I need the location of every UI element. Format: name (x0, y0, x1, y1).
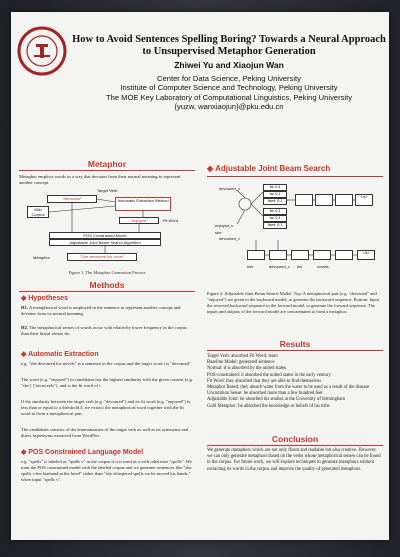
hypothesis-2: H2. The metaphorical senses of words occ… (21, 325, 187, 336)
result-line: Target Verb: absorbed Fit Word: learn (207, 354, 278, 359)
token-devoured: devoured_v (269, 264, 290, 269)
bottom-seq-cell (247, 250, 265, 260)
results-list: Target Verb: absorbed Fit Word: learn Ba… (207, 354, 383, 410)
end-token-bottom: </s> (357, 250, 375, 260)
auto-paragraph-3: If the similarity between the target ver… (21, 399, 191, 416)
figure-2: devoured_v enjoyed_v she devoured_v fw: … (207, 178, 383, 290)
devoured-node: "devoured" (62, 196, 82, 201)
poster-affiliations: Center for Data Science, Peking Universi… (71, 74, 387, 112)
beam-search-box: Adjustable Joint Beam Search Algorithm (49, 239, 161, 246)
bottom-seq-cell (291, 250, 309, 260)
result-line: Uncommon Sense: he absorbed more than a … (207, 391, 323, 397)
result-line: Normal: it is absorbed by the united sta… (207, 366, 287, 372)
pos-model-box: POS Constrained Model (49, 232, 161, 239)
bottom-seq-cell (313, 250, 331, 260)
score-cell-bot-fixed: fixed: 0.1 (263, 222, 287, 229)
poster: How to Avoid Sentences Spelling Boring? … (11, 12, 389, 540)
peking-university-logo (17, 26, 67, 76)
end-token-top: </s> (355, 194, 373, 206)
poster-authors: Zhiwei Yu and Xiaojun Wan (174, 60, 284, 70)
bottom-seq-cell (335, 250, 353, 260)
divider (207, 350, 383, 351)
beam-search-heading: ◆ Adjustable Joint Beam Search (207, 164, 331, 173)
enjoyed-node: "enjoyed" (130, 218, 148, 223)
affiliation-line: The MOE Key Laboratory of Computational … (105, 92, 353, 102)
score-cell-bot-av: av: 0.4 (263, 215, 287, 222)
automatic-extraction-box: Automatic Extraction Method (115, 197, 171, 211)
result-line: Adjustable Joint: he absorbed his studie… (207, 397, 345, 403)
poster-title: How to Avoid Sentences Spelling Boring? … (72, 34, 386, 57)
top-seq-cell (295, 194, 313, 206)
token-she: she (247, 264, 254, 269)
figure-1-caption: Figure 1: The Metaphor Generation Proces… (68, 270, 146, 275)
affiliation-line: Center for Data Science, Peking Universi… (157, 74, 301, 83)
devoured-v2-label: devoured_v (219, 236, 240, 241)
figure-1: Target Verb "devoured" Wiki Corpus Autom… (19, 188, 195, 270)
conclusion-text: We generate metaphors which are not only… (207, 448, 381, 472)
score-cell-top-fw: fw: 0.4 (263, 184, 287, 191)
auto-paragraph-1: e.g. "she devoured his novels" is a sent… (21, 361, 193, 366)
pos-model-text: e.g. "spells" is labeled as "spells v" i… (21, 459, 192, 482)
auto-paragraph-4: The candidates consists of the lemmatiza… (21, 427, 189, 438)
diamond-icon: ◆ (21, 295, 29, 302)
score-cell-top-av: av: 0.1 (263, 191, 287, 198)
she-label: she (215, 230, 222, 235)
figure-2-caption: Figure 2: Adjustable Joint Beam Search M… (207, 291, 379, 314)
diamond-icon: ◆ (21, 449, 29, 456)
result-line: Fit Word: they absorbed that they are ab… (207, 378, 322, 384)
result-line: POS-constrained: it absorbed the united … (207, 372, 331, 378)
affiliation-line: Institute of Computer Science and Techno… (120, 83, 338, 93)
divider (207, 445, 383, 446)
result-line: Gold Metaphor: he absorbed the knowledge… (207, 403, 330, 409)
auto-paragraph-2: The word (e.g. "enjoyed") in candidates … (21, 377, 193, 388)
result-line: Baseline Model: generated sentence (207, 360, 275, 366)
enjoyed-v-label: enjoyed_v (215, 223, 234, 228)
conclusion-heading: Conclusion (271, 434, 319, 444)
metaphor-heading: Metaphor (87, 159, 127, 169)
result-line: Metaphor Based: they absorb water from t… (207, 385, 370, 391)
affiliation-line: {yuzw, wanxiaojun}@pku.edu.cn (174, 102, 284, 112)
automatic-extraction-heading: ◆ Automatic Extraction (21, 351, 99, 358)
divider (207, 176, 383, 177)
results-heading: Results (279, 339, 311, 349)
wiki-corpus-box: Wiki Corpus (27, 206, 49, 218)
diamond-icon: ◆ (21, 351, 29, 358)
metaphor-output-node: "She devoured his novel" (79, 254, 125, 259)
figure-1-arrows (48, 198, 144, 253)
divider (19, 291, 195, 292)
score-cell-top-fixed: fixed: 0.1 (263, 198, 287, 205)
token-novels: novels (317, 264, 329, 269)
bottom-seq-cell (269, 250, 287, 260)
metaphor-label: Metaphor (33, 255, 50, 260)
hypothesis-1: H1. A metaphorical word is employed in t… (21, 305, 181, 316)
target-verb-label: Target Verb (97, 188, 118, 193)
top-seq-cell (335, 194, 353, 206)
hypotheses-heading: ◆ Hypotheses (21, 295, 69, 302)
pos-model-heading: ◆ POS Constrained Language Model (21, 449, 144, 456)
token-his: his (297, 264, 303, 269)
divider (19, 170, 195, 171)
metaphor-text: Metaphor employs words in a way that dev… (19, 174, 181, 185)
top-seq-cell (315, 194, 333, 206)
methods-heading: Methods (89, 280, 125, 290)
score-cell-bot-fw: fw: 0.3 (263, 208, 287, 215)
fit-word-label: Fit Word (163, 218, 179, 223)
diamond-icon: ◆ (207, 164, 216, 173)
figure-2-arrows (236, 189, 357, 256)
devoured-v-label: devoured_v (219, 186, 240, 191)
